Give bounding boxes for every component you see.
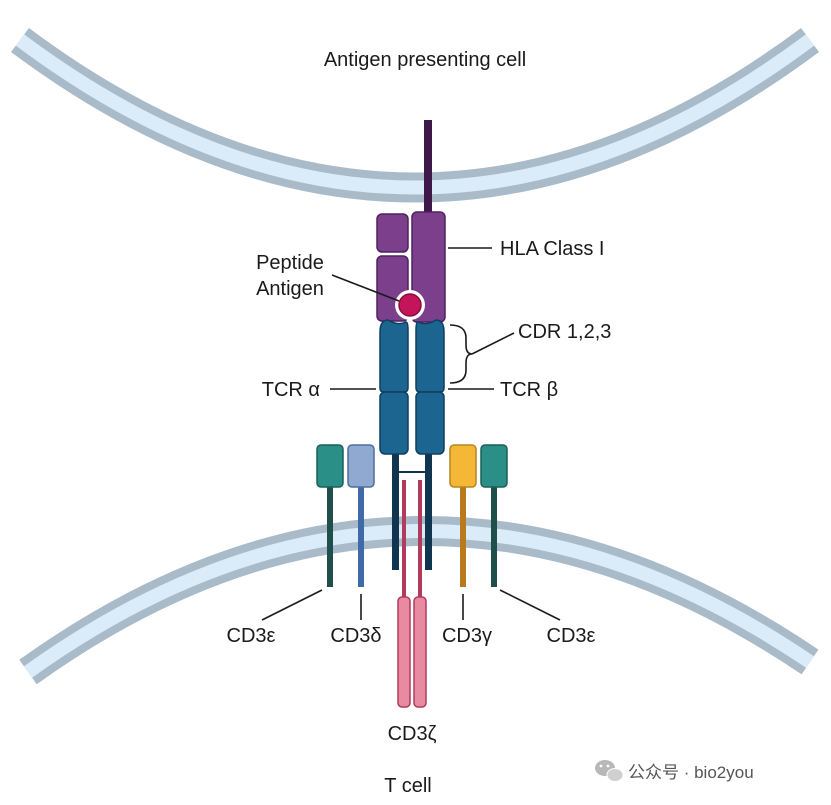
- tcr-beta-variable: [415, 319, 445, 393]
- tcr-alpha-label: TCR α: [262, 379, 320, 401]
- leader-lines: [261, 247, 561, 621]
- cd3e-left-label: CD3ε: [227, 625, 276, 647]
- tcr-alpha-stalk: [392, 452, 399, 570]
- wechat-icon: [595, 760, 624, 782]
- cdr-brace: [449, 324, 473, 384]
- apc-label: Antigen presenting cell: [324, 49, 526, 71]
- tcr-alpha-constant: [379, 391, 409, 455]
- hla-transmembrane-stalk: [424, 120, 432, 215]
- apc-membrane: [11, 27, 819, 203]
- cd3-epsilon-left: [316, 444, 344, 587]
- tcr-beta-constant: [415, 391, 445, 455]
- cd3-epsilon-right: [480, 444, 508, 587]
- hla-label: HLA Class I: [500, 238, 604, 260]
- tcr-complex: [379, 319, 445, 455]
- tcr-stalks: [392, 452, 432, 570]
- peptide-label-line2: Antigen: [256, 278, 324, 300]
- cdr-leader: [471, 332, 515, 355]
- cd3e-right-leader: [499, 589, 561, 621]
- hla-alpha-domain-top: [376, 213, 409, 253]
- peptide-label-line1: Peptide: [256, 252, 324, 274]
- cd3e-right-label: CD3ε: [547, 625, 596, 647]
- cd3-delta: [347, 444, 375, 587]
- peptide-antigen: [395, 290, 425, 320]
- cd3-zeta: [397, 480, 427, 708]
- tcr-beta-stalk: [425, 452, 432, 570]
- peptide-leader: [331, 274, 400, 302]
- tcr-beta-label: TCR β: [500, 379, 558, 401]
- watermark: 公众号 · bio2you: [595, 760, 754, 782]
- tcell-membrane: [19, 516, 819, 685]
- cdr-label: CDR 1,2,3: [518, 321, 611, 343]
- cd3e-left-leader: [261, 589, 323, 621]
- cd3g-label: CD3γ: [442, 625, 492, 647]
- cd3z-label: CD3ζ: [388, 723, 437, 745]
- cd3-gamma: [449, 444, 477, 587]
- tcr-alpha-variable: [379, 319, 409, 393]
- watermark-text: 公众号 · bio2you: [628, 763, 754, 782]
- cd3d-label: CD3δ: [330, 625, 381, 647]
- tcell-label: T cell: [384, 775, 431, 797]
